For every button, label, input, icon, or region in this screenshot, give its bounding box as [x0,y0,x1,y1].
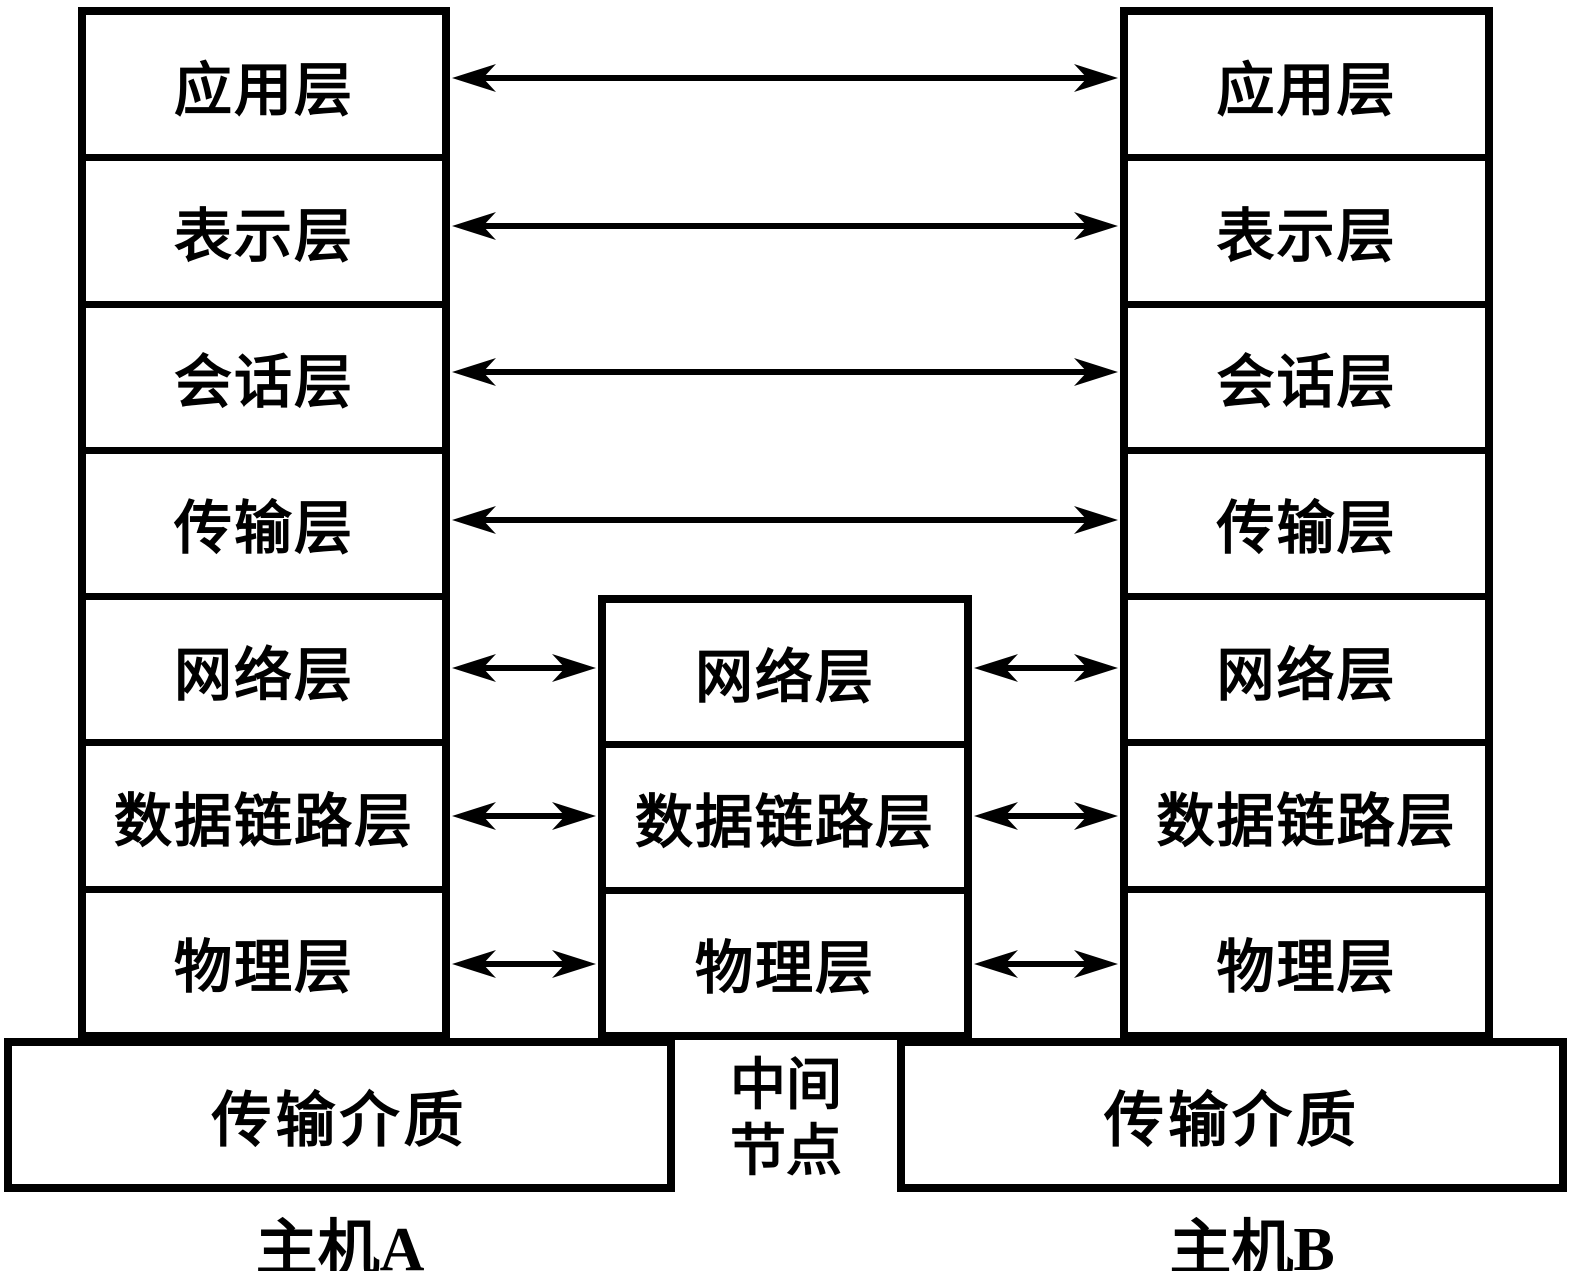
intermediate-node-label-line1: 中间 [730,1054,842,1117]
intermediate-node-stack: 网络层 数据链路层 物理层 [598,595,972,1040]
intermediate-layer-datalink: 数据链路层 [606,741,964,886]
host-b-transmission-medium-box: 传输介质 [897,1038,1567,1192]
arrow-physical-a-to-node [452,950,596,978]
intermediate-node-label-line2: 节点 [730,1121,842,1183]
host-a-caption: 主机A [255,1216,425,1271]
arrow-application-peer [452,64,1118,92]
arrow-datalink-node-to-b [974,802,1118,830]
host-b-layer-transport: 传输层 [1128,446,1485,593]
host-b-stack: 应用层 表示层 会话层 传输层 网络层 数据链路层 物理层 [1120,7,1493,1040]
host-b-layer-physical: 物理层 [1128,885,1485,1032]
arrow-network-node-to-b [974,654,1118,682]
intermediate-layer-network: 网络层 [694,645,875,711]
host-a-layer-session: 会话层 [86,300,442,447]
host-a-layer-application: 应用层 [173,57,354,123]
host-b-layer-application: 应用层 [1216,57,1397,123]
host-b-layer-presentation: 表示层 [1128,154,1485,300]
arrow-physical-node-to-b [974,950,1118,978]
arrow-transport-peer [452,506,1118,534]
host-b-layer-datalink: 数据链路层 [1128,739,1485,885]
host-a-transmission-medium-label: 传输介质 [211,1087,468,1154]
host-b-layer-network: 网络层 [1128,593,1485,739]
host-b-caption: 主机B [1169,1216,1335,1271]
host-a-layer-transport: 传输层 [86,446,442,593]
arrow-session-peer [452,358,1118,386]
host-b-transmission-medium-label: 传输介质 [1104,1087,1360,1154]
host-a-transmission-medium-box: 传输介质 [4,1038,675,1192]
host-a-layer-network: 网络层 [86,593,442,739]
host-a-layer-physical: 物理层 [86,885,442,1032]
arrow-network-a-to-node [452,654,596,682]
host-b-layer-session: 会话层 [1128,300,1485,447]
host-a-layer-presentation: 表示层 [86,154,442,300]
intermediate-layer-physical: 物理层 [606,886,964,1032]
host-a-stack: 应用层 表示层 会话层 传输层 网络层 数据链路层 物理层 [78,7,450,1040]
host-a-layer-datalink: 数据链路层 [86,739,442,885]
intermediate-node-label: 中间 节点 [675,1046,897,1192]
arrow-datalink-a-to-node [452,802,596,830]
arrow-presentation-peer [452,212,1118,240]
